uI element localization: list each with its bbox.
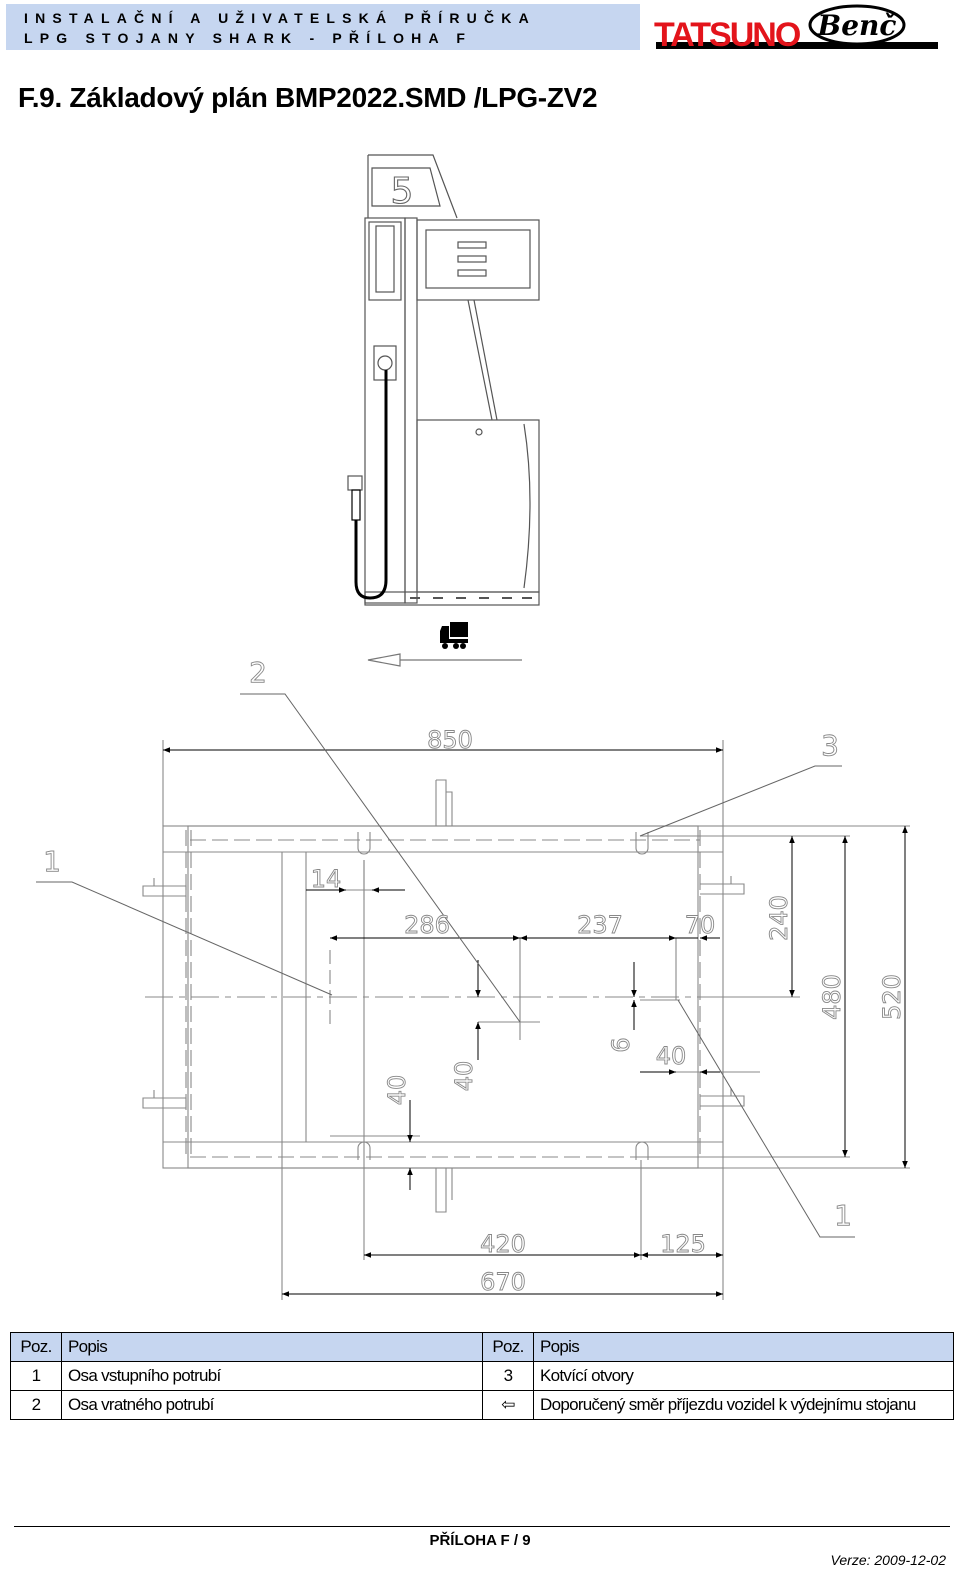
callout-leaders	[36, 693, 855, 1238]
legend-desc: Osa vstupního potrubí	[61, 1361, 483, 1391]
dim-670: 670	[480, 1268, 526, 1296]
dim-40-inlet: 40	[383, 1075, 411, 1106]
version-label: Verze: 2009-12-02	[830, 1552, 946, 1568]
header-band: INSTALAČNÍ A UŽIVATELSKÁ PŘÍRUČKA LPG ST…	[6, 4, 640, 50]
legend-table: Poz. Popis Poz. Popis 1 Osa vstupního po…	[10, 1332, 954, 1420]
approach-direction-arrow	[367, 653, 522, 667]
dim-420: 420	[480, 1230, 526, 1258]
legend-pos: 1	[10, 1361, 62, 1391]
legend-desc: Doporučený směr příjezdu vozidel k výdej…	[533, 1390, 954, 1420]
dim-40-return: 40	[450, 1061, 478, 1092]
table-row: 2 Osa vratného potrubí ⇦ Doporučený směr…	[10, 1390, 954, 1420]
header-title: INSTALAČNÍ A UŽIVATELSKÁ PŘÍRUČKA	[24, 10, 536, 26]
col-header-pos-1: Poz.	[10, 1332, 62, 1362]
legend-pos: 2	[10, 1390, 62, 1420]
col-header-desc-1: Popis	[61, 1332, 483, 1362]
truck-icon	[440, 622, 468, 649]
logo-partner-text: Benč	[817, 9, 897, 42]
dim-14: 14	[311, 865, 342, 893]
legend-desc: Osa vratného potrubí	[61, 1390, 483, 1420]
col-header-desc-2: Popis	[533, 1332, 954, 1362]
logo-brand-text: TATSUNO	[654, 16, 801, 52]
dim-6: 6	[607, 1037, 635, 1052]
dispenser-number: 5	[391, 171, 414, 212]
page-number: PŘÍLOHA F / 9	[429, 1532, 531, 1549]
callout-1-right: 1	[834, 1199, 852, 1232]
foundation-plan-drawing: 5	[36, 154, 910, 1300]
col-header-pos-2: Poz.	[482, 1332, 534, 1362]
company-logo: TATSUNO Benč	[654, 4, 938, 52]
legend-pos: 3	[482, 1361, 534, 1391]
dim-40-anchor: 40	[656, 1042, 687, 1070]
foundation-plan	[142, 740, 910, 1300]
dispenser-side-view: 5	[347, 154, 540, 606]
dim-240: 240	[765, 895, 793, 941]
callout-1-left: 1	[43, 845, 61, 878]
page-title: F.9. Základový plán BMP2022.SMD /LPG-ZV2	[18, 82, 598, 113]
dimension-lines	[163, 747, 908, 1297]
footer-divider	[14, 1526, 950, 1527]
header-subtitle: LPG STOJANY SHARK - PŘÍLOHA F	[24, 30, 473, 46]
dim-286: 286	[404, 911, 450, 939]
dim-480: 480	[818, 974, 846, 1020]
dim-237: 237	[577, 911, 623, 939]
callout-2: 2	[249, 656, 267, 689]
legend-desc: Kotvící otvory	[533, 1361, 954, 1391]
legend-direction-arrow: ⇦	[482, 1390, 534, 1420]
dim-70: 70	[685, 911, 716, 939]
dim-125: 125	[660, 1230, 706, 1258]
dim-850: 850	[427, 726, 473, 754]
callout-3: 3	[821, 729, 839, 762]
dim-520: 520	[878, 974, 906, 1020]
table-row: 1 Osa vstupního potrubí 3 Kotvící otvory	[10, 1361, 954, 1391]
legend-header-row: Poz. Popis Poz. Popis	[10, 1332, 954, 1362]
